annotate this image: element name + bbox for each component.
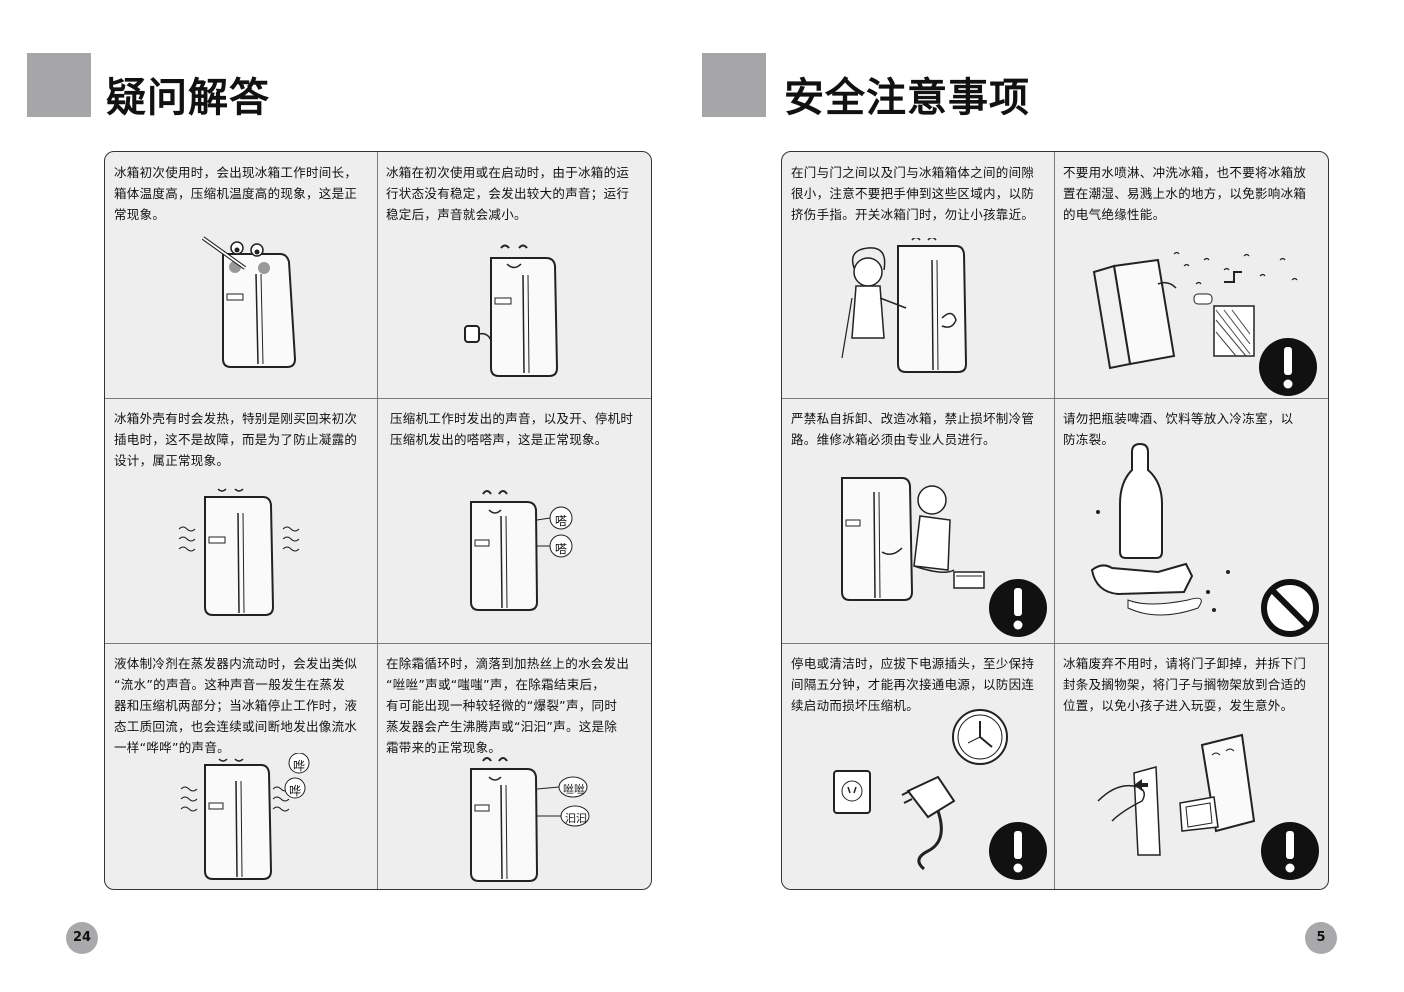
safety-cell: 不要用水喷淋、冲洗冰箱，也不要将冰箱放 置在潮湿、易溅上水的地方，以免影响冰箱 … (1054, 152, 1328, 398)
page-title: 疑问解答 (106, 75, 270, 121)
safety-text: 请勿把瓶装啤酒、饮料等放入冷冻室，以 防冻裂。 (1063, 411, 1294, 447)
sound-bubble-label: 嗒 (555, 542, 568, 556)
power-outlet-illustration (833, 770, 871, 814)
faq-cell: 冰箱初次使用时，会出现冰箱工作时间长， 箱体温度高，压缩机温度高的现象，这是正 … (105, 152, 377, 398)
exclamation-icon (989, 579, 1047, 637)
safety-text: 不要用水喷淋、冲洗冰箱，也不要将冰箱放 置在潮湿、易溅上水的地方，以免影响冰箱 … (1063, 165, 1307, 222)
page-title: 安全注意事项 (784, 75, 1030, 121)
faq-text: 压缩机工作时发出的声音，以及开、停机时 压缩机发出的嗒嗒声，这是正常现象。 (390, 411, 634, 447)
faq-panel: 冰箱初次使用时，会出现冰箱工作时间长， 箱体温度高，压缩机温度高的现象，这是正 … (104, 151, 652, 890)
faq-text: 液体制冷剂在蒸发器内流动时，会发出类似 “流水”的声音。这种声音一般发生在蒸发 … (114, 656, 358, 755)
exclamation-icon (1261, 822, 1319, 880)
safety-cell: 停电或清洁时，应拔下电源插头，至少保持 间隔五分钟，才能再次接通电源，以防因连 … (782, 643, 1054, 889)
faq-cell: 冰箱外壳有时会发热，特别是刚买回来初次 插电时，这不是故障，而是为了防止凝露的 … (105, 398, 377, 643)
safety-cell: 请勿把瓶装啤酒、饮料等放入冷冻室，以 防冻裂。 (1054, 398, 1328, 643)
safety-cell: 在门与门之间以及门与冰箱箱体之间的间隙 很小，注意不要把手伸到这些区域内，以防 … (782, 152, 1054, 398)
faq-text: 冰箱初次使用时，会出现冰箱工作时间长， 箱体温度高，压缩机温度高的现象，这是正 … (114, 165, 358, 222)
right-page: 安全注意事项 在门与门之间以及门与冰箱箱体之间的间隙 很小，注意不要把手伸到这些… (702, 0, 1404, 992)
water-spray-fridge-illustration (1092, 251, 1298, 370)
clock-illustration (952, 709, 1008, 765)
fridge-thermometer-illustration (201, 236, 297, 368)
faq-cell: 液体制冷剂在蒸发器内流动时，会发出类似 “流水”的声音。这种声音一般发生在蒸发 … (105, 643, 377, 889)
prohibited-icon (1261, 579, 1319, 637)
safety-panel: 在门与门之间以及门与冰箱箱体之间的间隙 很小，注意不要把手伸到这些区域内，以防 … (781, 151, 1329, 890)
left-page: 疑问解答 冰箱初次使用时，会出现冰箱工作时间长， 箱体温度高，压缩机温度高的现象… (27, 53, 652, 954)
broken-bottle-illustration (1090, 442, 1230, 616)
exclamation-icon (1259, 338, 1317, 396)
safety-text: 停电或清洁时，应拔下电源插头，至少保持 间隔五分钟，才能再次接通电源，以防因连 … (791, 656, 1035, 713)
page-number: 5 (1305, 922, 1337, 954)
child-near-fridge-illustration (841, 238, 968, 373)
faq-text: 冰箱外壳有时会发热，特别是刚买回来初次 插电时，这不是故障，而是为了防止凝露的 … (114, 411, 358, 468)
faq-text: 在除霜循环时，滴落到加热丝上的水会发出 “咝咝”声或“嗤嗤”声，在除霜结束后， … (386, 656, 630, 755)
fridge-plug-illustration (464, 244, 559, 377)
fridge-compressor-sound-illustration (470, 490, 573, 611)
title-marker-block (702, 53, 766, 117)
power-plug-illustration (901, 775, 956, 871)
faq-cell: 在除霜循环时，滴落到加热丝上的水会发出 “咝咝”声或“嗤嗤”声，在除霜结束后， … (377, 643, 651, 889)
exclamation-icon (989, 822, 1047, 880)
remove-fridge-door-illustration (1097, 733, 1256, 856)
sound-bubble-label: 嗒 (555, 514, 568, 528)
child-repair-fridge-illustration (841, 477, 985, 601)
safety-cell: 冰箱废弃不用时，请将门子卸掉，并拆下门 封条及搁物架，将门子与搁物架放到合适的 … (1054, 643, 1328, 889)
faq-text: 冰箱在初次使用或在启动时，由于冰箱的运 行状态没有稳定，会发出较大的声音；运行 … (386, 165, 630, 222)
sound-bubble-label: 哗 (289, 784, 302, 798)
sound-bubble-label: 咝咝 (563, 783, 585, 796)
title-marker-block (27, 53, 91, 117)
safety-text: 冰箱废弃不用时，请将门子卸掉，并拆下门 封条及搁物架，将门子与搁物架放到合适的 … (1063, 656, 1307, 713)
safety-text: 严禁私自拆卸、改造冰箱，禁止损坏制冷管 路。维修冰箱必须由专业人员进行。 (791, 411, 1035, 447)
faq-cell: 压缩机工作时发出的声音，以及开、停机时 压缩机发出的嗒嗒声，这是正常现象。 嗒 … (377, 398, 651, 643)
sound-bubble-label: 哗 (293, 759, 306, 773)
faq-cell: 冰箱在初次使用或在启动时，由于冰箱的运 行状态没有稳定，会发出较大的声音；运行 … (377, 152, 651, 398)
fridge-warm-illustration (178, 488, 300, 616)
safety-text: 在门与门之间以及门与冰箱箱体之间的间隙 很小，注意不要把手伸到这些区域内，以防 … (791, 165, 1035, 222)
fridge-defrost-sound-illustration (470, 757, 590, 882)
fridge-flowing-sound-illustration (180, 753, 310, 880)
page-number: 24 (66, 922, 98, 954)
sound-bubble-label: 汩汩 (565, 812, 587, 825)
safety-cell: 严禁私自拆卸、改造冰箱，禁止损坏制冷管 路。维修冰箱必须由专业人员进行。 (782, 398, 1054, 643)
